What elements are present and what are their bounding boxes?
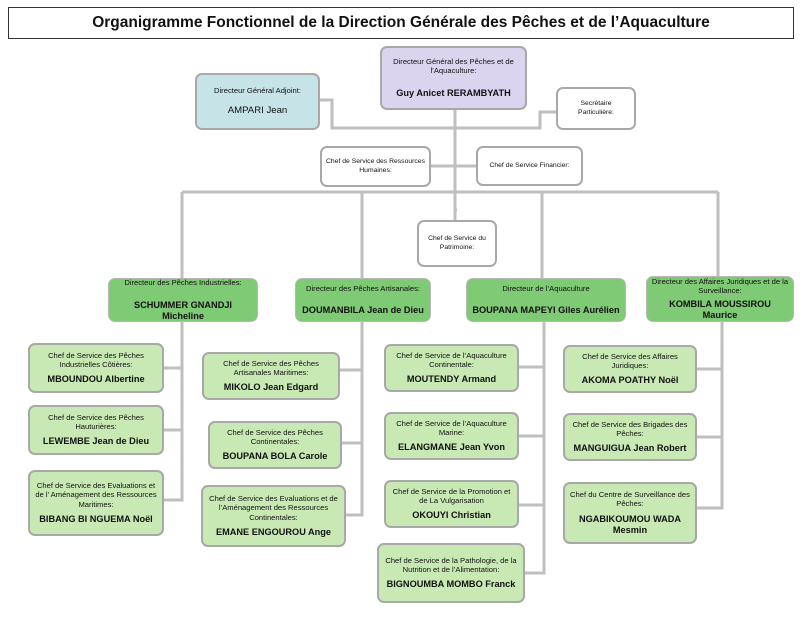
node-name: LEWEMBE Jean de Dieu <box>42 436 150 447</box>
node-financier: Chef de Service Financier: <box>476 146 583 186</box>
node-role: Chef de Service du Patrimoine: <box>428 235 486 251</box>
node-secretaire: Secrétaire Particulière: <box>556 87 636 130</box>
node-dir-peches-artisanales: Directeur des Pêches Artisanales: DOUMAN… <box>295 278 431 322</box>
node-role: Directeur Général des Pêches et de l’Aqu… <box>393 57 514 76</box>
node-role: Chef de Service de la Pathologie, de la … <box>385 555 517 574</box>
node-role: Chef de Service des Brigades des Pêches: <box>572 419 688 438</box>
node-role: Directeur des Pêches Artisanales: <box>306 283 420 293</box>
node-role: Directeur des Affaires Juridiques et de … <box>651 276 789 295</box>
page-title: Organigramme Fonctionnel de la Direction… <box>8 7 794 39</box>
node-directeur-general-adjoint: Directeur Général Adjoint: AMPARI Jean <box>195 73 320 130</box>
node-role: Directeur Général Adjoint: <box>214 86 301 96</box>
node-dir-affaires-juridiques: Directeur des Affaires Juridiques et de … <box>646 276 794 322</box>
connector <box>697 322 724 510</box>
node-aq-pathologie: Chef de Service de la Pathologie, de la … <box>377 543 525 603</box>
node-name: DOUMANBILA Jean de Dieu <box>302 305 424 316</box>
node-name: ELANGMANE Jean Yvon <box>397 442 506 453</box>
node-pi-cotieres: Chef de Service des Pêches Industrielles… <box>28 343 164 393</box>
connector <box>320 98 455 130</box>
node-aq-marine: Chef de Service de l’Aquaculture Marine:… <box>384 412 519 460</box>
node-name: BIGNOUMBA MOMBO Franck <box>386 579 516 590</box>
node-pa-maritimes: Chef de Service des Pêches Artisanales M… <box>202 352 340 400</box>
node-name: EMANE ENGOUROU Ange <box>215 526 332 537</box>
node-role: Chef de Service des Pêches Continentales… <box>227 427 323 446</box>
node-role: Chef de Service des Pêches Artisanales M… <box>223 358 319 377</box>
node-name: AMPARI Jean <box>227 105 288 117</box>
node-role: Chef de Service de l’Aquaculture Marine: <box>396 418 507 437</box>
node-role: Chef du Centre de Surveillance des Pêche… <box>570 490 690 509</box>
connector <box>455 110 557 130</box>
node-patrimoine: Chef de Service du Patrimoine: <box>417 220 497 267</box>
node-name: MOUTENDY Armand <box>406 374 497 385</box>
node-role: Chef de Service des Ressources Humaines: <box>326 158 425 174</box>
node-aj-surveillance: Chef du Centre de Surveillance des Pêche… <box>563 482 697 544</box>
node-role: Chef de Service des Pêches Industrielles… <box>48 350 144 369</box>
connector <box>164 322 184 502</box>
node-role: Secrétaire Particulière: <box>578 100 614 116</box>
node-name: SCHUMMER GNANDJI Micheline <box>133 299 232 321</box>
node-pa-continentales: Chef de Service des Pêches Continentales… <box>208 421 342 469</box>
node-role: Directeur de l’Aquaculture <box>502 283 590 293</box>
node-name: BOUPANA MAPEYI Giles Aurélien <box>472 305 620 316</box>
node-aq-promotion: Chef de Service de la Promotion et de La… <box>384 480 519 528</box>
node-role: Chef de Service Financier: <box>489 161 570 169</box>
node-name: MIKOLO Jean Edgard <box>223 382 319 393</box>
node-name: KOMBILA MOUSSIROU Maurice <box>669 299 771 321</box>
node-dir-aquaculture: Directeur de l’Aquaculture BOUPANA MAPEY… <box>466 278 626 322</box>
node-ressources-humaines: Chef de Service des Ressources Humaines: <box>320 146 431 187</box>
connector <box>525 322 546 575</box>
node-role: Chef de Service des Evaluations et de l’… <box>209 494 338 522</box>
node-role: Directeur des Pêches Industrielles: <box>124 278 242 288</box>
node-name: BIBANG BI NGUEMA Noël <box>39 513 153 524</box>
node-name: MBOUNDOU Albertine <box>47 374 145 385</box>
node-role: Chef de Service de l’Aquaculture Contine… <box>396 350 507 369</box>
node-role: Chef de Service des Pêches Hauturières: <box>48 412 144 431</box>
node-aj-brigades: Chef de Service des Brigades des Pêches:… <box>563 413 697 461</box>
node-role: Chef de Service des Affaires Juridiques: <box>582 351 678 370</box>
node-name: BOUPANA BOLA Carole <box>222 451 328 462</box>
node-pa-evaluations: Chef de Service des Evaluations et de l’… <box>201 485 346 547</box>
node-dir-peches-industrielles: Directeur des Pêches Industrielles: SCHU… <box>108 278 258 322</box>
node-name: MANGUIGUA Jean Robert <box>573 443 687 454</box>
node-aj-juridiques: Chef de Service des Affaires Juridiques:… <box>563 345 697 393</box>
node-name: OKOUYI Christian <box>412 510 491 521</box>
node-aq-continentale: Chef de Service de l’Aquaculture Contine… <box>384 344 519 392</box>
node-name: NGABIKOUMOU WADA Mesmin <box>578 513 682 535</box>
node-directeur-general: Directeur Général des Pêches et de l’Aqu… <box>380 46 527 110</box>
node-role: Chef de Service des Evaluations et de l’… <box>35 481 157 509</box>
node-pi-evaluations: Chef de Service des Evaluations et de l’… <box>28 470 164 536</box>
node-role: Chef de Service de la Promotion et de La… <box>392 486 511 505</box>
connector <box>345 322 364 517</box>
node-name: Guy Anicet RERAMBYATH <box>396 87 511 98</box>
node-name: AKOMA POATHY Noël <box>581 375 679 386</box>
node-pi-hauturieres: Chef de Service des Pêches Hauturières: … <box>28 405 164 455</box>
